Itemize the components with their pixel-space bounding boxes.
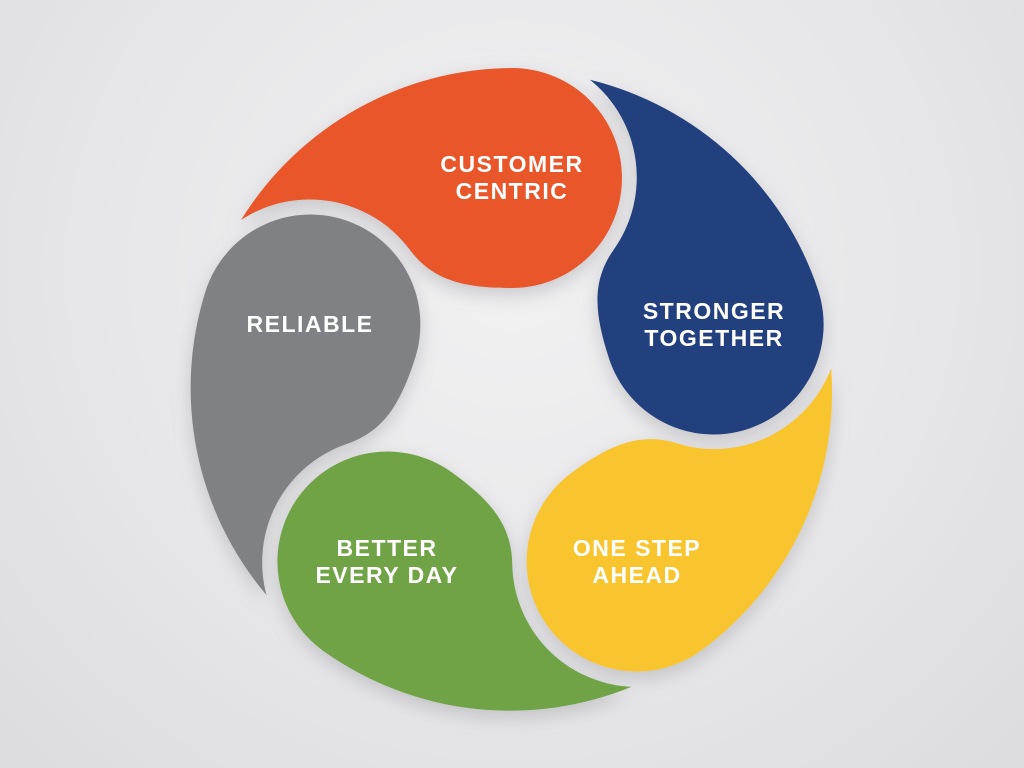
label-stronger-together-line2: TOGETHER xyxy=(644,325,783,351)
label-stronger-together-line1: STRONGER xyxy=(643,298,785,324)
label-better-every-day-line1: BETTER xyxy=(337,535,438,561)
label-customer-centric-line2: CENTRIC xyxy=(456,178,569,204)
label-customer-centric-line1: CUSTOMER xyxy=(440,151,583,177)
label-reliable-line1: RELIABLE xyxy=(247,311,374,337)
label-one-step-ahead-line1: ONE STEP xyxy=(573,535,701,561)
label-better-every-day-line2: EVERY DAY xyxy=(315,562,458,588)
label-one-step-ahead-line2: AHEAD xyxy=(592,562,681,588)
